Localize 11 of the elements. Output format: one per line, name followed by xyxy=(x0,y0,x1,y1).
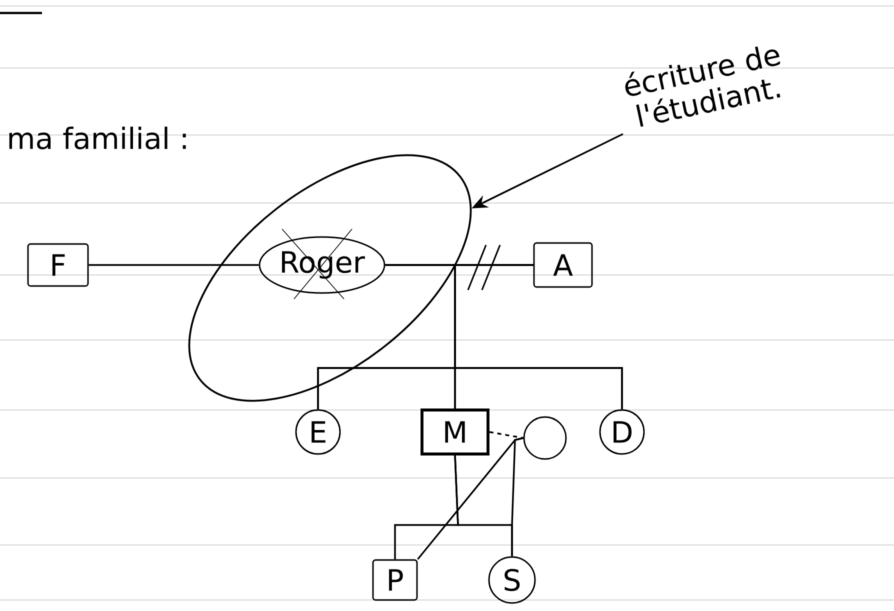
male-box: A xyxy=(533,242,593,288)
male-box: P xyxy=(372,559,418,601)
annotation-text: écriture de l'étudiant. xyxy=(625,46,780,127)
heading: ma familial : xyxy=(9,126,186,150)
connector-line xyxy=(489,431,524,439)
connector-line xyxy=(88,264,259,266)
male-box: F xyxy=(27,243,89,287)
connector-line xyxy=(511,437,524,556)
male-box: M xyxy=(420,408,490,456)
connector-line xyxy=(454,264,623,410)
empty-circle xyxy=(523,416,567,460)
